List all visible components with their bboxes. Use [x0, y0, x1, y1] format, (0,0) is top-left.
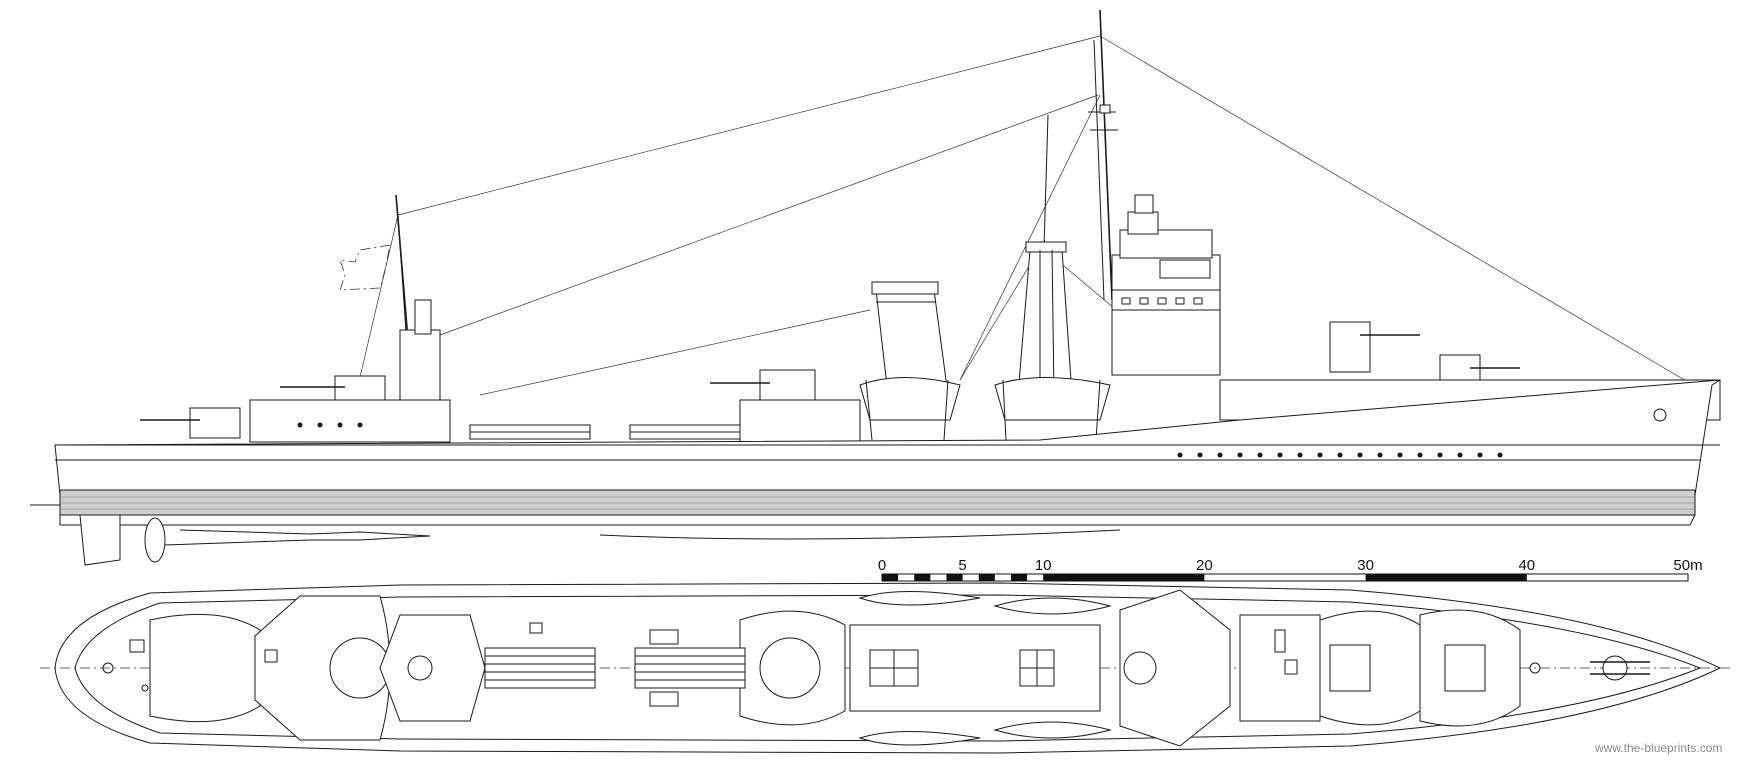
torpedo-tubes-plan	[485, 630, 745, 706]
scale-bar-segment	[1043, 574, 1205, 581]
fore-funnel	[1018, 242, 1072, 395]
scale-bar-outline	[882, 574, 1688, 581]
scale-bar-segment	[978, 574, 995, 581]
bridge	[1112, 195, 1220, 375]
scale-bar-tick-label: 5	[958, 557, 966, 574]
scale-bar-segment	[946, 574, 963, 581]
scale-bar-labels: 0 5 10 20 30 40 50m	[878, 557, 1703, 574]
side-boats	[860, 378, 1110, 441]
scale-bar-tick-label: 0	[878, 557, 886, 574]
scale-bar-segment	[1010, 574, 1028, 581]
side-profile-view	[30, 10, 1720, 565]
boats-plan	[860, 592, 1110, 746]
plan-view	[40, 583, 1730, 753]
scale-bar-tick-label: 20	[1196, 557, 1213, 574]
foremast	[1040, 10, 1118, 380]
watermark-credit: www.the-blueprints.com	[1594, 741, 1722, 755]
portholes	[297, 422, 1503, 458]
boot-topping-hatch	[60, 497, 1695, 509]
scale-bar-segment	[914, 574, 931, 581]
scale-bar-tick-label: 30	[1357, 557, 1374, 574]
gun-mounts-plan	[150, 590, 1650, 746]
torpedo-tubes-side	[470, 425, 750, 439]
scale-bar-tick-label: 40	[1518, 557, 1535, 574]
deckhouses-plan	[103, 615, 1540, 721]
scale-bar-tick-label: 10	[1035, 557, 1052, 574]
hull-side	[30, 380, 1720, 565]
scale-bar-segment	[882, 574, 899, 581]
scale-bar: 0 5 10 20 30 40 50m	[878, 557, 1703, 581]
scale-bar-blocks	[882, 574, 1688, 581]
scale-bar-segment	[1365, 574, 1527, 581]
scale-bar-tick-label: 50m	[1673, 557, 1702, 574]
